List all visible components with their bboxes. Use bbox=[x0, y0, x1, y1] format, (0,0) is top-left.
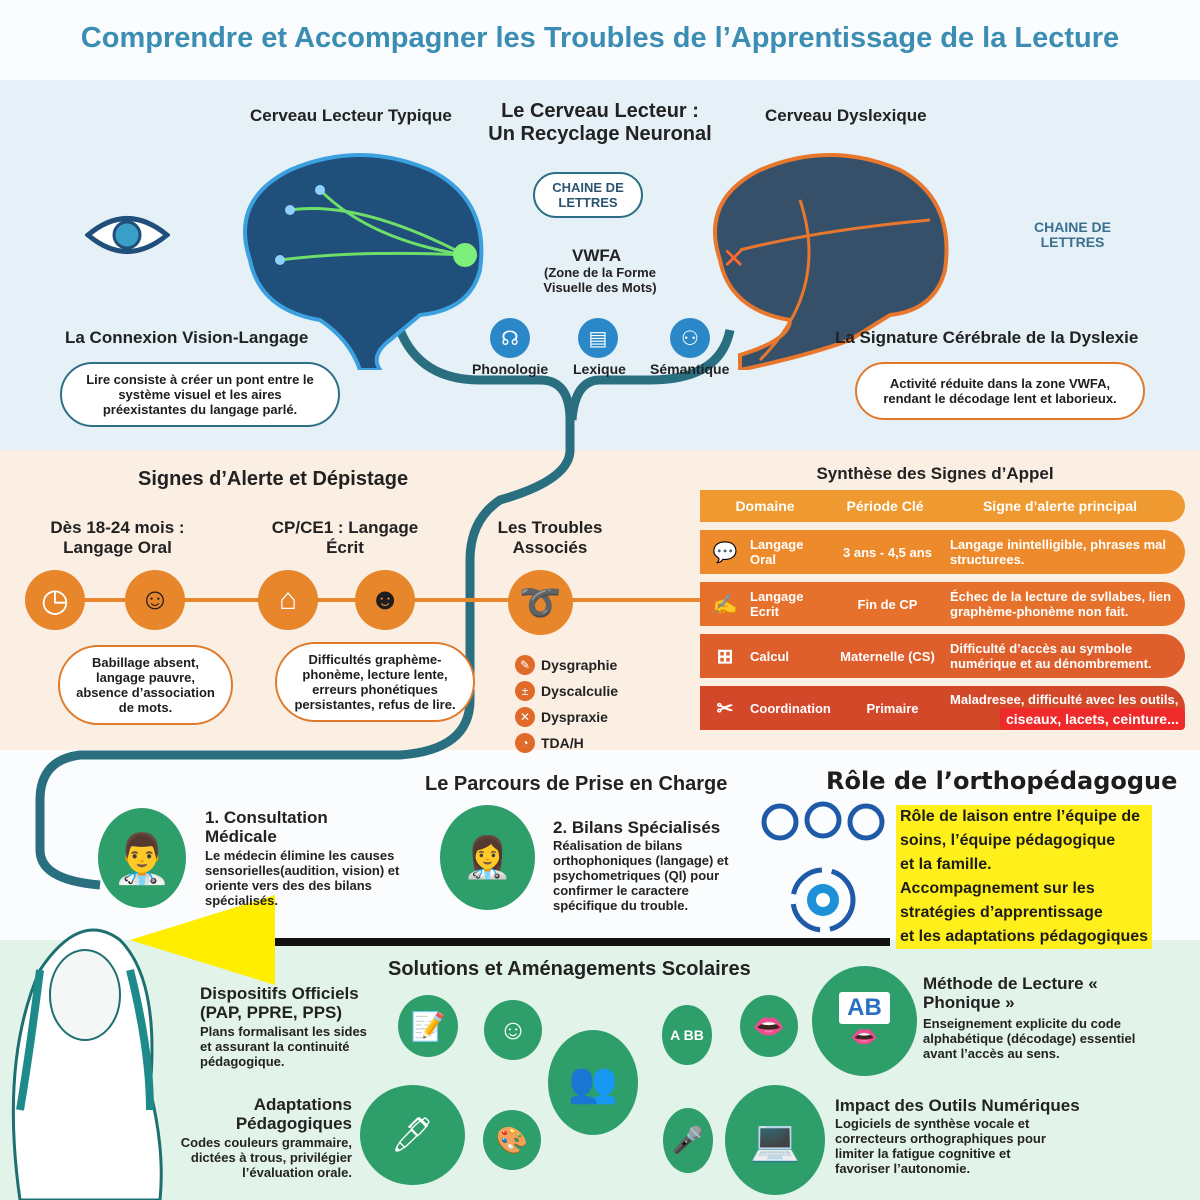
associated-item: ±Dyscalculie bbox=[515, 678, 618, 704]
connexion-bubble: Lire consiste à créer un pont entre le s… bbox=[60, 362, 340, 427]
num-text: Logiciels de synthèse vocale et correcte… bbox=[835, 1116, 1046, 1176]
phon-title: Méthode de Lecture « Phonique » bbox=[923, 974, 1098, 1012]
connexion-title: La Connexion Vision-Langage bbox=[65, 328, 309, 347]
eye-icon bbox=[85, 216, 170, 254]
dyslexic-brain-label: Cerveau Dyslexique bbox=[765, 106, 927, 125]
alerts-title: Signes d’Alerte et Dépistage bbox=[138, 468, 409, 490]
typical-brain-label: Cerveau Lecteur Typique bbox=[250, 106, 452, 125]
calculator-icon: ⊞ bbox=[716, 645, 734, 668]
ortho-line: soins, l’équipe pédagogique bbox=[896, 829, 1153, 853]
ecrit-bubble: Difficultés graphème-phonème, lecture le… bbox=[275, 642, 475, 722]
highlight-tag: ciseaux, lacets, ceinture... bbox=[1000, 708, 1185, 730]
abc-blocks-icon: A BB bbox=[662, 1005, 712, 1065]
tools-icon: ✕ bbox=[515, 707, 535, 727]
baby-icon: ☺ bbox=[125, 570, 185, 630]
lips-icon: 👄 bbox=[740, 995, 798, 1057]
network-icon: ⚇ bbox=[670, 318, 710, 358]
speaking-head-icon: ☊ bbox=[490, 318, 530, 358]
ortho-line: stratégies d’apprentissage bbox=[896, 901, 1153, 925]
writing-icon: ✍ bbox=[712, 593, 738, 616]
school-icon: ⌂ bbox=[258, 570, 318, 630]
associated-item: ◔TDA/H bbox=[515, 730, 618, 756]
clock-icon: ◷ bbox=[25, 570, 85, 630]
ortho-line: et les adaptations pédagogiques bbox=[896, 925, 1153, 949]
laptop-icon: 💻 bbox=[725, 1085, 825, 1195]
portrait-illustration bbox=[11, 928, 163, 1200]
module-phonologie: Phonologie bbox=[472, 361, 549, 377]
oral-title: Dès 18-24 mois : Langage Oral bbox=[50, 518, 185, 557]
header-periode: Période Clé bbox=[846, 498, 924, 514]
ortho-text: Rôle de laison entre l’équipe de soins, … bbox=[896, 805, 1153, 949]
step2-title: 2. Bilans Spécialisés bbox=[553, 818, 721, 837]
synthese-header: Domaine Période Clé Signe d’alerte princ… bbox=[700, 490, 1185, 522]
step1-text: Le médecin élimine les causes sensoriell… bbox=[205, 848, 400, 908]
oral-bubble: Babillage absent, langage pauvre, absenc… bbox=[58, 645, 233, 725]
ruler-pencil-icon: ✂ bbox=[716, 697, 734, 720]
num-title: Impact des Outils Numériques bbox=[835, 1096, 1080, 1115]
letters-bubble: CHAINE DE LETTRES bbox=[533, 172, 643, 218]
specialists-icon: 👩‍⚕️ bbox=[440, 805, 535, 910]
page-title: Comprendre et Accompagner les Troubles d… bbox=[80, 22, 1120, 54]
center-title-line2: Un Recyclage Neuronal bbox=[488, 123, 712, 145]
tangle-icon: ➰ bbox=[508, 570, 573, 635]
ortho-title: Rôle de l’orthopédagogue bbox=[826, 767, 1178, 795]
ortho-line: Accompagnement sur les bbox=[896, 877, 1153, 901]
ortho-line: et la famille. bbox=[896, 853, 1153, 877]
module-semantique: Sémantique bbox=[650, 361, 730, 377]
ecrit-title: CP/CE1 : Langage Écrit bbox=[271, 518, 419, 557]
palette-icon: 🎨 bbox=[483, 1110, 541, 1170]
phon-text: Enseignement explicite du code alphabéti… bbox=[923, 1016, 1136, 1061]
letters-right-label: CHAINE DE LETTRES bbox=[1033, 219, 1111, 250]
doctor-icon: 👨‍⚕️ bbox=[98, 808, 186, 908]
dyslexic-brain-icon: ✕ bbox=[713, 153, 949, 370]
chat-bubbles-icon: 💬 bbox=[712, 541, 738, 564]
phonics-book-icon: AB👄 bbox=[812, 966, 917, 1076]
signature-title: La Signature Cérébrale de la Dyslexie bbox=[835, 328, 1139, 347]
pencil-icon: ✎ bbox=[515, 655, 535, 675]
stopwatch-icon: ◔ bbox=[515, 733, 535, 753]
vwfa-desc: (Zone de la Forme Visuelle des Mots) bbox=[543, 265, 657, 295]
step1-title: 1. Consultation Médicale bbox=[205, 808, 328, 846]
book-icon: ▤ bbox=[578, 318, 618, 358]
typical-brain-icon bbox=[243, 153, 484, 370]
signature-bubble: Activité réduite dans la zone VWFA, rend… bbox=[855, 362, 1145, 420]
calc-icon: ± bbox=[515, 681, 535, 701]
step2-text: Réalisation de bilans orthophoniques (la… bbox=[553, 838, 729, 913]
disp-text: Plans formalisant les sides et assurant … bbox=[200, 1024, 367, 1069]
vwfa-label: VWFA bbox=[572, 246, 622, 265]
child-reading-icon: ☻ bbox=[355, 570, 415, 630]
header-signe: Signe d’alerte principal bbox=[982, 498, 1138, 514]
associated-item: ✕Dyspraxie bbox=[515, 704, 618, 730]
svg-text:✕: ✕ bbox=[722, 242, 745, 275]
synthese-title: Synthèse des Signes d’Appel bbox=[816, 464, 1054, 483]
associated-title: Les Troubles Associés bbox=[497, 518, 603, 557]
document-icon: 📝 bbox=[398, 995, 458, 1057]
center-title-line1: Le Cerveau Lecteur : bbox=[501, 100, 699, 122]
adapt-title: Adaptations Pédagogiques bbox=[235, 1095, 352, 1133]
parcours-title: Le Parcours de Prise en Charge bbox=[425, 773, 728, 795]
team-gear-icon bbox=[761, 801, 885, 933]
solutions-title: Solutions et Aménagements Scolaires bbox=[388, 958, 751, 980]
pens-keyboard-icon: 🖊 bbox=[360, 1085, 465, 1185]
teacher-class-icon: 👥 bbox=[548, 1030, 638, 1135]
microphone-icon: 🎤 bbox=[663, 1108, 713, 1173]
associated-list: ✎Dysgraphie ±Dyscalculie ✕Dyspraxie ◔TDA… bbox=[515, 652, 618, 756]
ortho-line: Rôle de laison entre l’équipe de bbox=[896, 805, 1153, 829]
head-icon: ☺ bbox=[484, 1000, 542, 1060]
disp-title: Dispositifs Officiels (PAP, PPRE, PPS) bbox=[200, 984, 359, 1022]
header-domaine: Domaine bbox=[735, 498, 795, 514]
module-lexique: Lexique bbox=[573, 361, 626, 377]
center-title: Le Cerveau Lecteur :Un Recyclage Neurona… bbox=[470, 100, 730, 146]
associated-item: ✎Dysgraphie bbox=[515, 652, 618, 678]
adapt-text: Codes couleurs grammaire, dictées à trou… bbox=[180, 1135, 352, 1180]
